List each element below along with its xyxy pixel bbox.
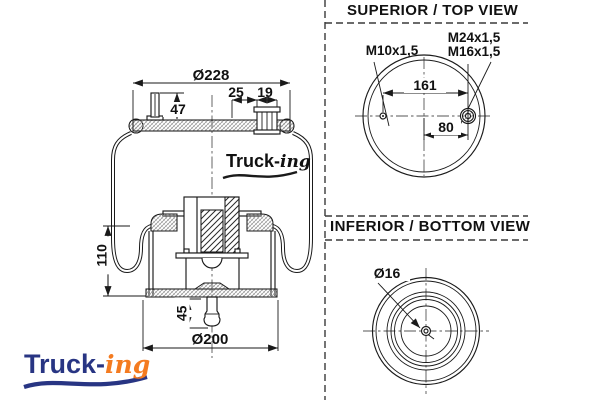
top-view [355, 54, 493, 178]
dim-label-center-hole: Ø16 [364, 266, 410, 281]
brand-logo-color: Truck-ing [24, 349, 150, 380]
top-stud [146, 92, 164, 121]
bellows-outline [111, 131, 313, 274]
brand-logo-watermark: Truck-ing [226, 151, 311, 172]
brand-logo-part1: Truck- [226, 151, 281, 171]
top-view-title: SUPERIOR / TOP VIEW [347, 2, 519, 19]
logo-swoosh-dark [222, 170, 298, 180]
label-large-stud-thread-inner: M16x1,5 [447, 44, 501, 59]
side-view-dimensions [103, 79, 291, 352]
dim-label-bottom-diameter: Ø200 [191, 331, 229, 348]
central-bolt-assembly [175, 196, 249, 269]
bottom-stud [203, 296, 221, 327]
label-small-stud-thread: M10x1,5 [365, 43, 419, 58]
panel-borders [324, 0, 528, 400]
bottom-view [363, 268, 489, 394]
dim-label-stud-offset: 80 [431, 120, 461, 135]
dim-label-stud-height: 47 [163, 102, 193, 117]
side-view [23, 79, 313, 390]
bottom-view-title: INFERIOR / BOTTOM VIEW [330, 218, 531, 235]
dim-label-piston-height: 110 [94, 236, 110, 275]
brand-logo-color-part2: ing [105, 350, 151, 379]
brand-logo-part2: ing [280, 152, 311, 172]
air-port-fitting [253, 106, 281, 135]
top-plate [128, 118, 295, 134]
brand-logo-color-part1: Truck- [24, 349, 106, 379]
dim-label-bottom-stud: 45 [174, 297, 190, 330]
dim-label-port-width: 19 [257, 84, 273, 100]
dim-label-top-diameter: Ø228 [192, 67, 230, 84]
label-large-stud-thread-outer: M24x1,5 [447, 30, 501, 45]
dim-label-port-offset: 25 [228, 84, 244, 100]
dim-label-stud-spacing: 161 [404, 78, 446, 93]
logo-swoosh-color [23, 374, 148, 390]
